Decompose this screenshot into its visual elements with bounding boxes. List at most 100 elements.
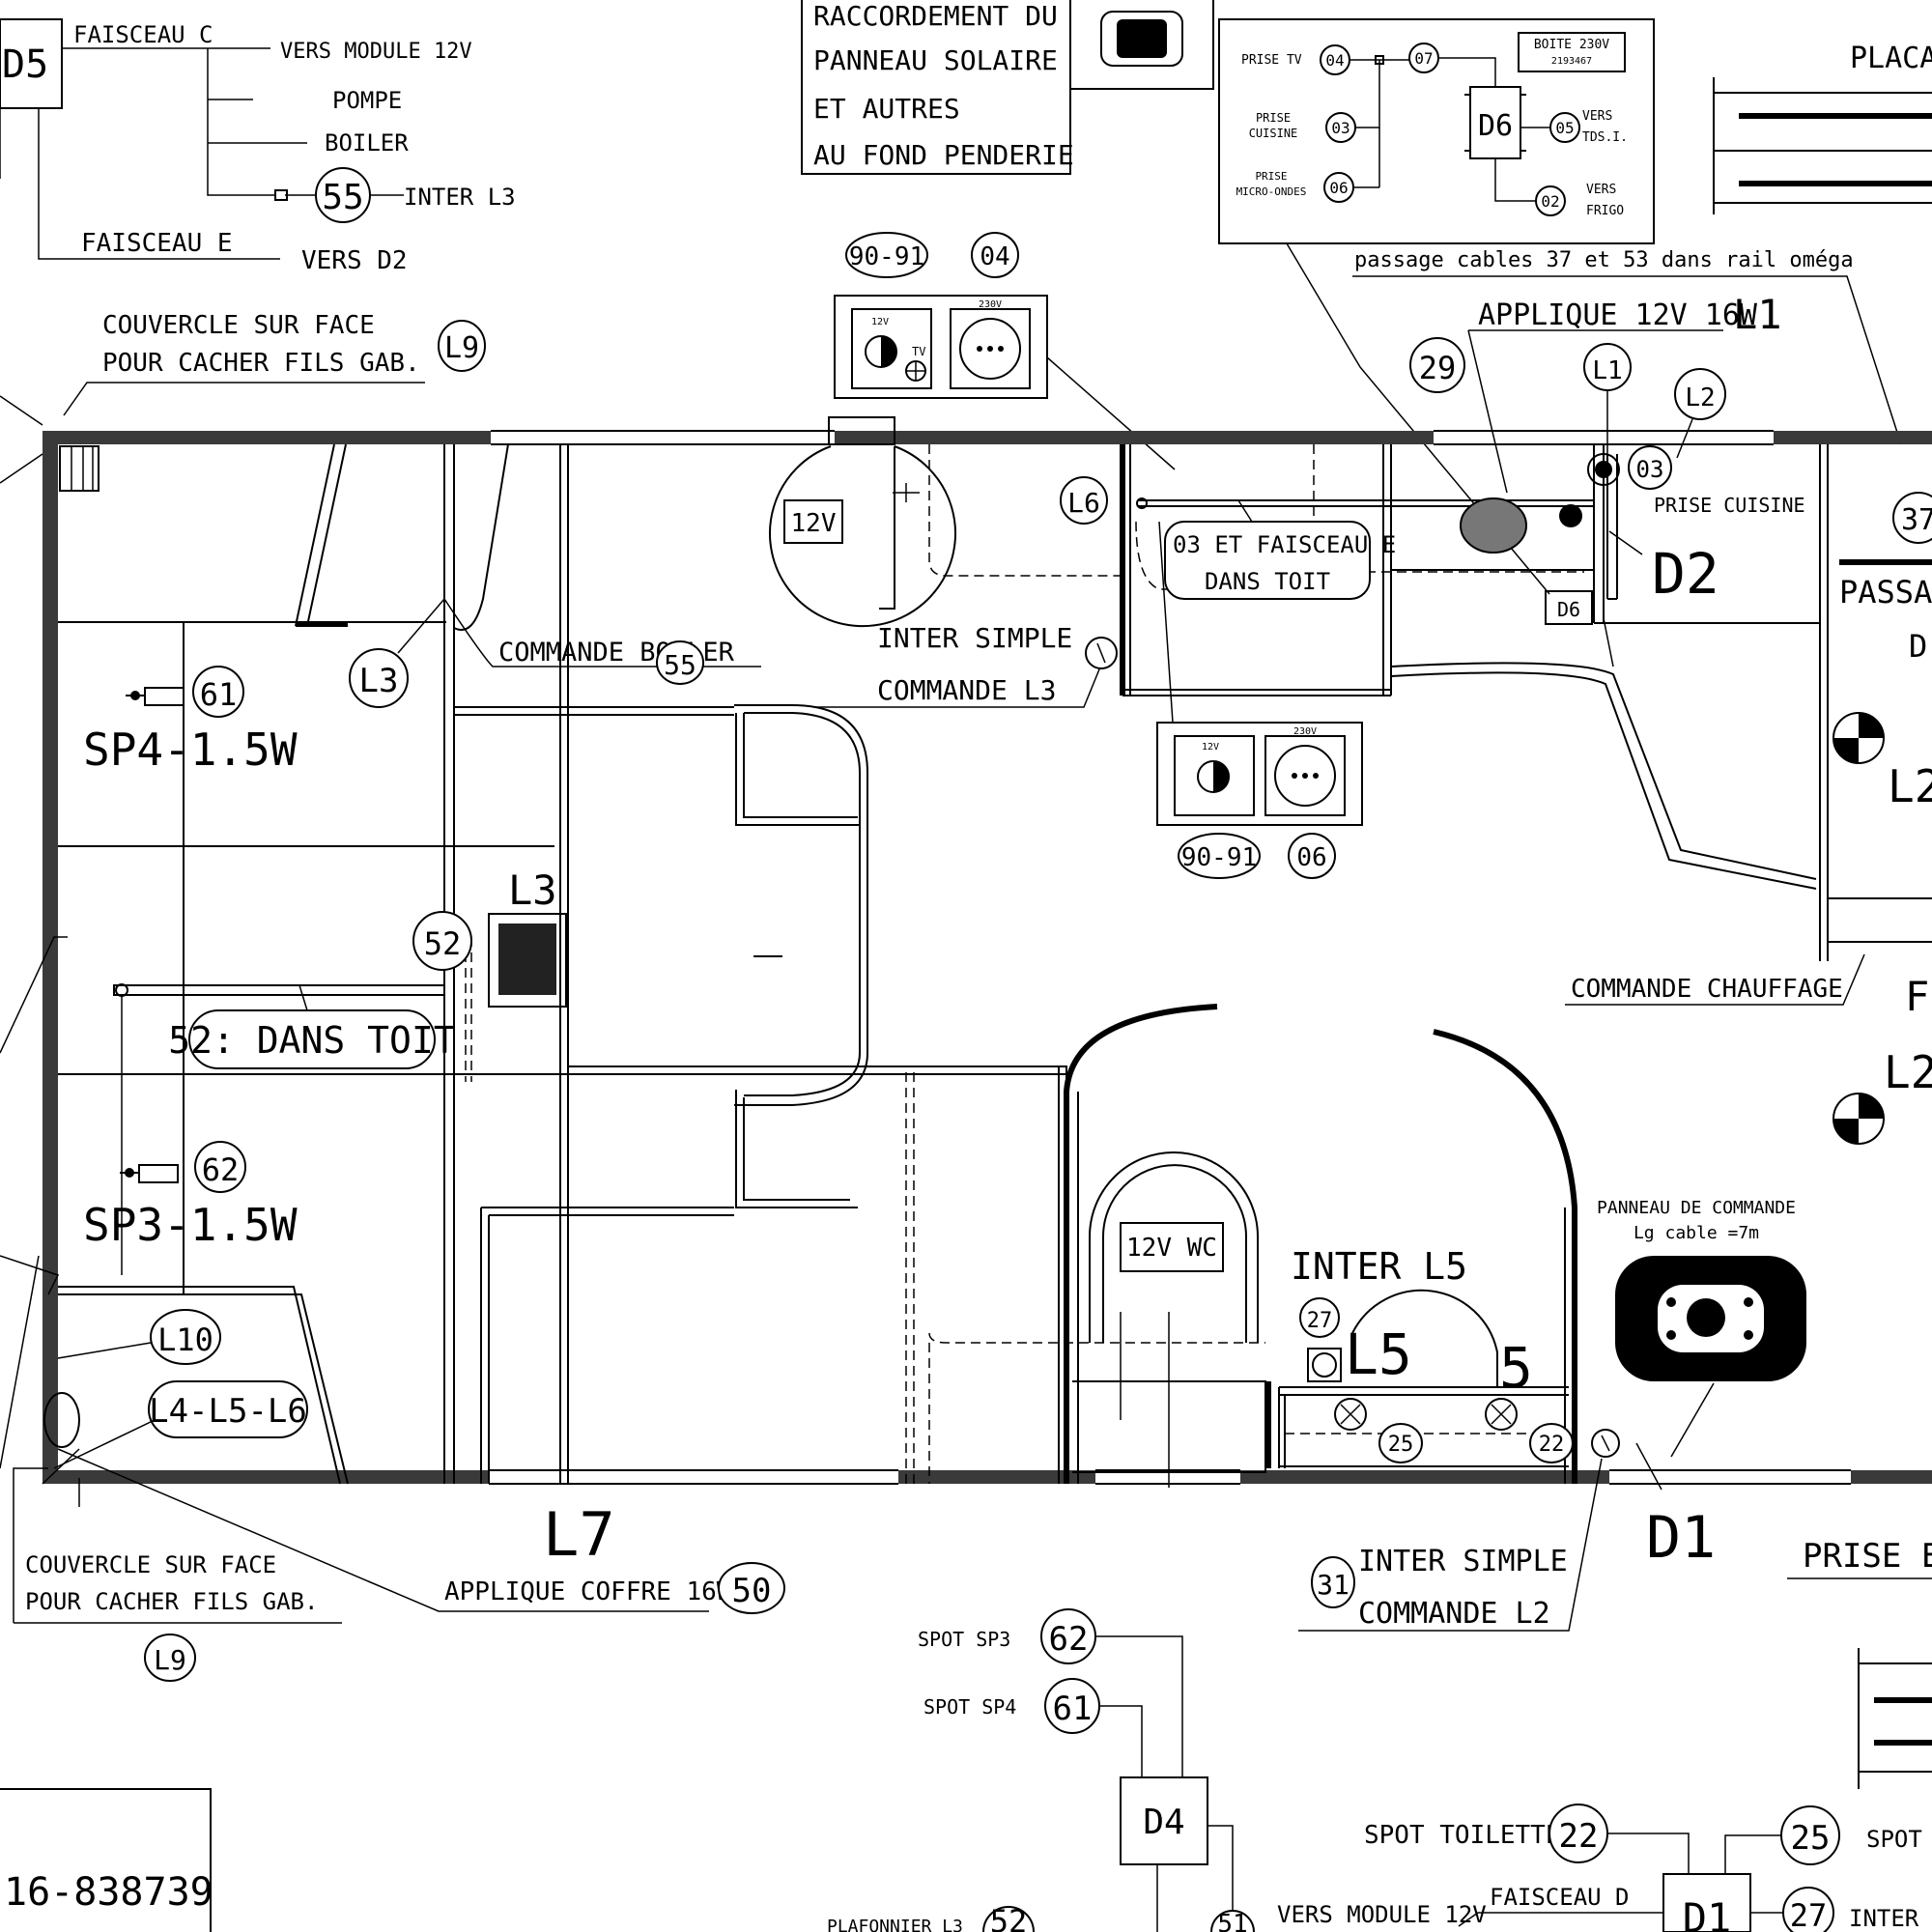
l2-right-label-2: L2 [1884,1046,1932,1098]
svg-text:PRISE: PRISE [1255,170,1287,183]
svg-text:TV: TV [912,345,925,358]
svg-text:90-91: 90-91 [1181,843,1257,872]
l9-bot-label: L9 [154,1644,186,1676]
kitchen-cabinets [1120,444,1932,961]
n37-label: 37 [1901,503,1932,537]
switch-l5-icon [1307,1348,1342,1382]
svg-text:51: 51 [1217,1910,1247,1932]
svg-text:POUR CACHER FILS GAB.: POUR CACHER FILS GAB. [102,349,420,378]
l1-big-label: L1 [1733,291,1782,338]
l7-label: L7 [543,1499,615,1570]
svg-text:2193467: 2193467 [1551,56,1592,67]
floor-plan-walls [43,430,1932,1485]
svg-text:INTER T: INTER T [1849,1905,1932,1932]
l5-a-label: L5 [1345,1321,1412,1387]
faisceau-e-label: FAISCEAU E [81,229,233,258]
svg-text:FAISCEAU D: FAISCEAU D [1490,1884,1630,1911]
faisceau-c-label: FAISCEAU C [73,21,213,48]
svg-text:04: 04 [980,242,1009,271]
plafonnier-l3-icon [488,913,567,1008]
title-block: 16-838739 [0,1788,213,1932]
boiler-label: BOILER [325,129,409,156]
pompe-label: POMPE [332,87,402,114]
sp3-label: SP3-1.5W [83,1199,298,1251]
d6-wiring-box: PRISE TV 04 07 BOITE 230V 2193467 PRISE … [1218,18,1655,244]
l4-l5-l6-label: L4-L5-L6 [149,1392,307,1431]
svg-text:PANNEAU SOLAIRE: PANNEAU SOLAIRE [813,44,1058,76]
d6-box-label: D6 [1478,109,1513,143]
svg-text:27: 27 [1790,1897,1828,1932]
svg-text:PANNEAU DE COMMANDE: PANNEAU DE COMMANDE [1597,1198,1796,1218]
dans-toit-52-label: 52: DANS TOIT [168,1019,455,1062]
svg-text:230V: 230V [979,299,1002,310]
n27-label: 27 [1307,1309,1333,1333]
svg-text:CUISINE: CUISINE [1249,127,1298,140]
svg-text:PLAFONNIER L3: PLAFONNIER L3 [827,1917,963,1932]
d2-label: D2 [1652,541,1719,607]
spot-shower-icon [1485,1398,1518,1431]
svg-text:PRISE TV: PRISE TV [1241,53,1302,68]
svg-text:05: 05 [1555,119,1574,137]
svg-text:MICRO-ONDES: MICRO-ONDES [1236,185,1307,198]
passage-d-label: D [1909,628,1927,665]
l5-b-label: 5 [1499,1335,1533,1401]
svg-text:TDS.I.: TDS.I. [1582,130,1628,145]
svg-text:SPOT SP3: SPOT SP3 [918,1628,1010,1651]
l2-circle-label: L2 [1685,384,1715,412]
outlet-group-top: 90-91 04 12V 230V TV [834,232,1176,470]
l3-circle-label: L3 [359,662,399,700]
svg-text:COUVERCLE SUR FACE: COUVERCLE SUR FACE [25,1551,276,1578]
svg-text:SPOT TOILETTE: SPOT TOILETTE [1364,1821,1561,1850]
spot-sp4-icon [144,687,185,706]
control-panel: PANNEAU DE COMMANDE Lg cable =7m [1597,1198,1806,1458]
svg-text:COUVERCLE SUR FACE: COUVERCLE SUR FACE [102,311,375,340]
svg-text:ET AUTRES: ET AUTRES [813,93,960,125]
inter-l3-label: INTER L3 [404,184,516,211]
tank-12v-label: 12V [791,509,837,538]
sp4-label: SP4-1.5W [83,724,298,776]
svg-text:FRIGO: FRIGO [1586,204,1624,218]
svg-text:230V: 230V [1293,726,1317,737]
n22-label: 22 [1539,1433,1565,1457]
svg-text:AU FOND PENDERIE: AU FOND PENDERIE [813,139,1074,171]
faisceau-toit-1: 03 ET FAISCEAU E [1173,531,1396,558]
raccordement-note: RACCORDEMENT DU PANNEAU SOLAIRE ET AUTRE… [801,0,1214,175]
svg-text:SPOT SP4: SPOT SP4 [923,1695,1016,1719]
applique-l1-label: APPLIQUE 12V 16W [1478,298,1758,332]
d1-big-label: D1 [1646,1504,1716,1572]
d4-label: D4 [1143,1803,1184,1842]
svg-text:62: 62 [1049,1620,1089,1659]
n52-label: 52 [424,925,462,962]
svg-text:06: 06 [1329,179,1348,197]
prise-ext-label: PRISE EX [1803,1537,1932,1576]
n61-label: 61 [200,676,238,713]
svg-text:22: 22 [1559,1817,1599,1856]
svg-text:RACCORDEMENT DU: RACCORDEMENT DU [813,0,1058,32]
svg-text:VERS: VERS [1586,183,1616,197]
f-label: F [1905,973,1929,1020]
svg-text:06: 06 [1296,843,1326,872]
l9-top-label: L9 [444,331,479,365]
svg-text:BOITE 230V: BOITE 230V [1534,38,1609,52]
svg-text:VERS MODULE 12V: VERS MODULE 12V [1277,1901,1487,1928]
inter-simple-l2-2: COMMANDE L2 [1358,1597,1550,1631]
center-fixtures: 12V [480,416,1121,1484]
d1-bottom-label: D1 [1683,1894,1732,1932]
applique-coffre-label: APPLIQUE COFFRE 16W [444,1577,732,1606]
svg-text:VERS: VERS [1582,109,1612,124]
passage-cables-note: passage cables 37 et 53 dans rail oméga [1354,248,1854,272]
svg-text:61: 61 [1053,1690,1093,1728]
svg-text:03: 03 [1331,119,1350,137]
spot-toilette-icon [1334,1398,1367,1431]
wc-label: 12V WC [1126,1234,1217,1263]
l10-label: L10 [157,1321,213,1358]
spot-sp3-icon [138,1164,179,1183]
prise-cuisine-label: PRISE CUISINE [1654,494,1805,517]
d6-small-label: D6 [1557,598,1580,621]
svg-text:POUR CACHER FILS GAB.: POUR CACHER FILS GAB. [25,1588,318,1615]
placard-label: PLACAR [1850,42,1932,75]
num-55-label: 55 [322,178,363,217]
inter-simple-l3-1: INTER SIMPLE [877,622,1072,654]
left-cabin-fixtures [0,395,1066,1507]
